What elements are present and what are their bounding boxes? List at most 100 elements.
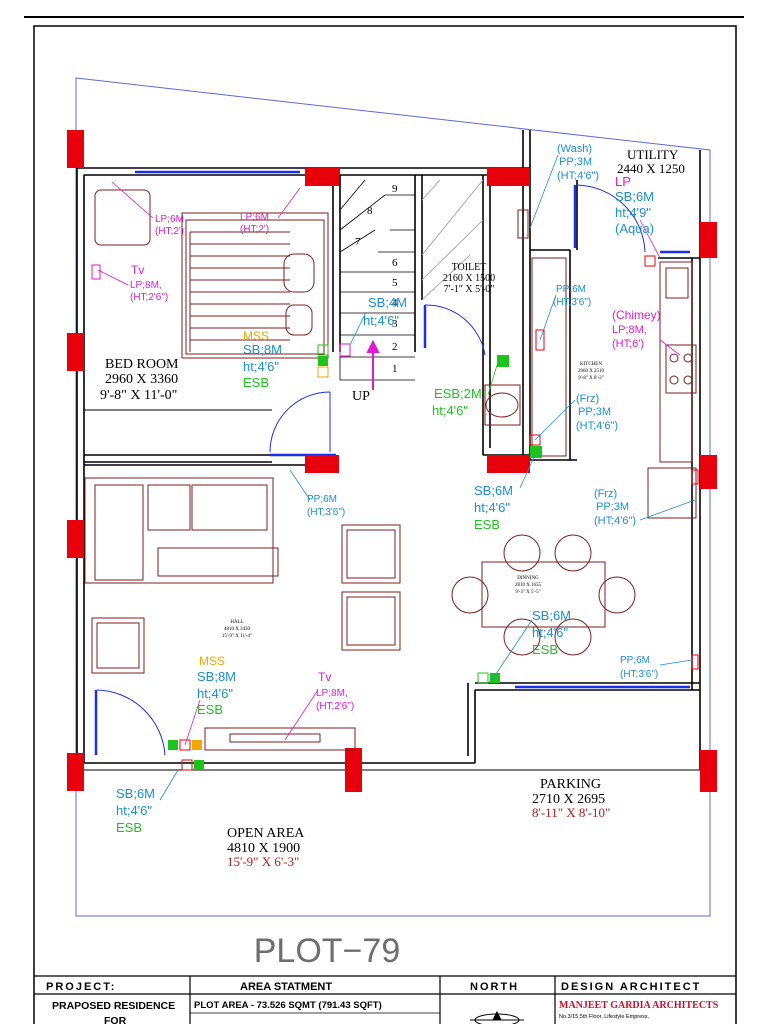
hall-sb-l3: ESB [474, 517, 500, 532]
north-arrow-icon [470, 1010, 524, 1024]
wash-l3: (HT;4'6") [557, 170, 599, 182]
up-arrow [366, 339, 380, 390]
structural-columns [67, 130, 717, 792]
title-block [34, 975, 736, 1024]
stair-step-7: 7 [355, 236, 361, 248]
project-heading: PROJECT: [46, 981, 116, 993]
bedroom-name: BED ROOM [105, 357, 179, 372]
dining-pp-l2: (HT;3'6") [620, 669, 658, 680]
entry-sb-l2: ht;4'6" [116, 803, 152, 818]
dining-size-ft: 9'-3" X 5'-5" [515, 590, 540, 595]
stair-step-5: 5 [392, 277, 398, 289]
stair-step-6: 6 [392, 257, 398, 269]
utility-size: 2440 X 1250 [617, 161, 685, 176]
hall-mss-l4: ESB [197, 702, 223, 717]
hall-tv-l1: Tv [318, 670, 331, 684]
title-block-text: PROJECT: PRAPOSED RESIDENCE FOR AREA STA… [46, 981, 719, 1024]
north-heading: NORTH [470, 981, 519, 993]
bed-mss-l3: ht;4'6" [243, 359, 279, 374]
bed-lp2-l2: (HT;2') [240, 224, 269, 235]
toilet-esb-l1: ESB;2M [434, 386, 482, 401]
wash-l2: PP;3M [559, 156, 592, 168]
stair-step-4: 4 [392, 297, 398, 309]
dining-sb-l1: SB;6M [532, 608, 571, 623]
hall-mss-l3: ht;4'6" [197, 686, 233, 701]
toilet-name: TOILET [452, 262, 487, 273]
dining-sb-l3: ESB [532, 642, 558, 657]
kitchen-pp-l2: (HT;3'6") [553, 297, 591, 308]
furniture [84, 189, 697, 751]
bed-lp2-l1: LP;6M [240, 212, 269, 223]
dining-sb-l2: ht;4'6" [532, 625, 568, 640]
stair-step-8: 8 [367, 205, 373, 217]
utility-lp-l3: ht;4'9" [615, 205, 651, 220]
project-line-2: FOR [104, 1015, 127, 1024]
bed-tv-l2: LP;8M, [130, 280, 162, 291]
bed-tv-l3: (HT;2'6") [130, 292, 168, 303]
parking-size-ft: 8'-11" X 8'-10" [532, 805, 610, 820]
stair-up-label: UP [352, 389, 370, 404]
utility-lp-l2: SB;6M [615, 189, 654, 204]
parking-size: 2710 X 2695 [532, 792, 605, 807]
dining-name: DINNING [517, 576, 539, 581]
frz1-l2: PP;3M [578, 406, 611, 418]
open-area-size-ft: 15'-9" X 6'-3" [227, 854, 299, 869]
bed-mss-l2: SB;8M [243, 342, 282, 357]
frz2-l3: (HT;4'6") [594, 515, 636, 527]
kitchen-size-ft: 9'-8" X 8'-3" [578, 376, 603, 381]
windows [94, 170, 690, 755]
bed-mss-l1: MSS [243, 329, 269, 343]
plot-boundary [75, 77, 711, 917]
stair-step-9: 9 [392, 183, 398, 195]
utility-name: UTILITY [627, 147, 679, 162]
architect-heading: DESIGN ARCHITECT [561, 981, 701, 993]
hall-sb-l2: ht;4'6" [474, 500, 510, 515]
bed-lp1-l1: LP;6M [155, 214, 184, 225]
stair-step-3: 3 [392, 318, 398, 330]
architect-address: No.3/15,5th Floor, Lifestyle Empress, [559, 1014, 650, 1020]
stair-step-1: 1 [392, 363, 398, 375]
switchboard-symbols [91, 255, 699, 771]
chimney-l1: (Chimey) [612, 308, 661, 322]
open-area-name: OPEN AREA [227, 826, 305, 841]
hall-mss-l1: MSS [199, 654, 225, 668]
chimney-l2: LP;8M, [612, 324, 647, 336]
sheet-border [24, 16, 744, 1024]
plot-title: PLOT−79 [254, 932, 400, 970]
area-line: PLOT AREA - 73.526 SQMT (791.43 SQFT) [194, 1000, 382, 1011]
architect-name: MANJEET GARDIA ARCHITECTS [559, 1000, 719, 1011]
entry-sb-l3: ESB [116, 820, 142, 835]
toilet-size: 2160 X 1500 [443, 273, 495, 284]
stair-sb-l1: SB;4M [368, 295, 407, 310]
bed-mss-l4: ESB [243, 375, 269, 390]
room-labels: BED ROOM 2960 X 3360 9'-8" X 11'-0" TOIL… [100, 147, 685, 869]
bed-tv-l1: Tv [131, 263, 144, 277]
toilet-size-ft: 7'-1" X 5'-0" [444, 284, 495, 295]
frz1-l3: (HT;4'6") [576, 420, 618, 432]
hall-tv-l3: (HT;2'6") [316, 701, 354, 712]
frz1-l1: (Frz) [576, 393, 599, 405]
dining-pp-l1: PP;6M [620, 655, 650, 666]
kitchen-name: KITCHEN [580, 362, 602, 367]
project-line-1: PRAPOSED RESIDENCE [52, 1000, 175, 1012]
kitchen-size: 2960 X 2510 [578, 369, 605, 374]
dining-size: 2810 X 1655 [515, 583, 542, 588]
bed-lp1-l2: (HT;2') [155, 226, 184, 237]
stair-sb-l2: ht;4'6" [363, 313, 399, 328]
frz2-l1: (Frz) [594, 488, 617, 500]
utility-lp-l4: (Aqua) [615, 221, 654, 236]
bedroom-size-ft: 9'-8" X 11'-0" [100, 388, 177, 403]
chimney-l3: (HT;6') [612, 338, 644, 350]
open-area-size: 4810 X 1900 [227, 841, 300, 856]
hall-size: 4810 X 3450 [224, 627, 251, 632]
hall-mss-l2: SB;8M [197, 669, 236, 684]
frz2-l2: PP;3M [596, 501, 629, 513]
annotation-leaders [97, 154, 696, 801]
hall-name: HALL [230, 620, 243, 625]
door-swings [96, 184, 646, 756]
hall-pp-l2: (HT;3'6") [307, 507, 345, 518]
entry-sb-l1: SB;6M [116, 786, 155, 801]
electrical-annotations: LP;6M (HT;2') LP;6M (HT;2') Tv LP;8M, (H… [116, 143, 661, 835]
toilet-esb-l2: ht;4'6" [432, 403, 468, 418]
